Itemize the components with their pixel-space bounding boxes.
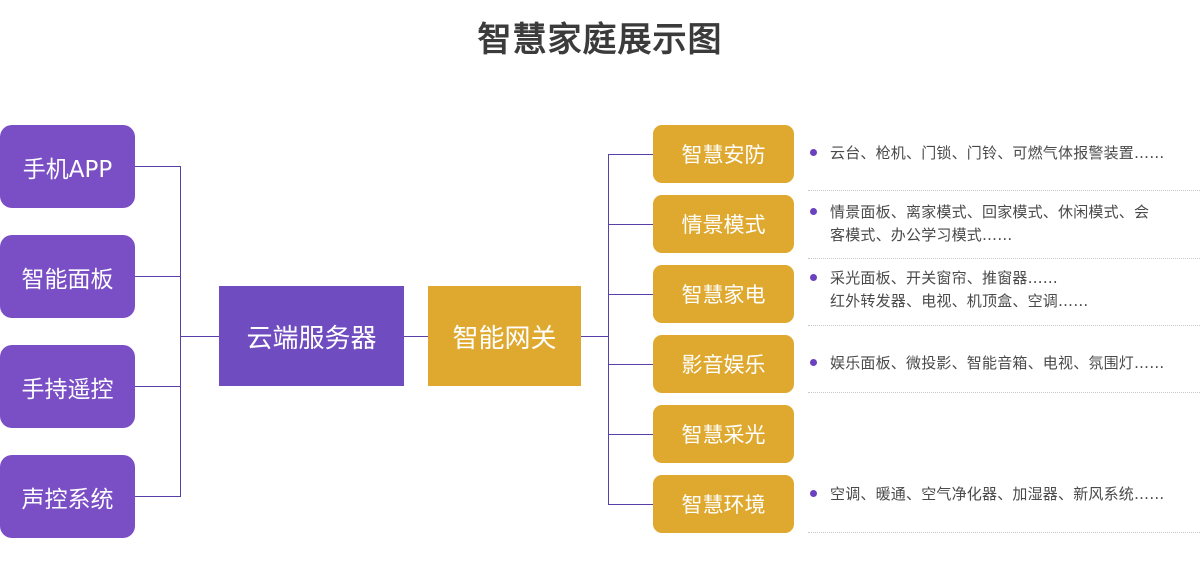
detail-text-0: 云台、枪机、门锁、门铃、可燃气体报警装置…… — [830, 142, 1164, 165]
page-title: 智慧家庭展示图 — [477, 20, 723, 60]
node-input-3-label: 声控系统 — [21, 486, 114, 513]
node-smart-gateway[interactable]: 智能网关 — [428, 286, 581, 386]
connector-category-3 — [608, 364, 653, 365]
connector-category-bus — [608, 154, 609, 505]
detail-text-1: 情景面板、离家模式、回家模式、休闲模式、会 客模式、办公学习模式…… — [830, 201, 1149, 247]
connector-category-1 — [608, 224, 653, 225]
detail-separator-3 — [808, 392, 1200, 393]
detail-row-3: 娱乐面板、微投影、智能音箱、电视、氛围灯…… — [810, 352, 1200, 375]
detail-text-3: 娱乐面板、微投影、智能音箱、电视、氛围灯…… — [830, 352, 1164, 375]
connector-category-0 — [608, 154, 653, 155]
node-category-2[interactable]: 智慧家电 — [653, 265, 794, 323]
detail-separator-2 — [808, 325, 1200, 326]
detail-line: 娱乐面板、微投影、智能音箱、电视、氛围灯…… — [830, 354, 1165, 372]
connector-category-2 — [608, 294, 653, 295]
node-category-1-label: 情景模式 — [681, 213, 766, 237]
detail-separator-4 — [808, 532, 1200, 533]
node-cloud-server-label: 云端服务器 — [246, 323, 377, 354]
bullet-icon — [810, 149, 817, 156]
detail-line: 情景面板、离家模式、回家模式、休闲模式、会 — [830, 203, 1150, 221]
node-category-4-label: 智慧采光 — [681, 423, 766, 447]
connector-gateway-to-bus — [581, 336, 608, 337]
detail-row-4: 空调、暖通、空气净化器、加湿器、新风系统…… — [810, 483, 1200, 506]
connector-server-to-gateway — [404, 336, 428, 337]
node-input-3[interactable]: 声控系统 — [0, 455, 135, 538]
connector-bus-to-server — [180, 336, 219, 337]
detail-line: 云台、枪机、门锁、门铃、可燃气体报警装置…… — [830, 144, 1165, 162]
node-category-3-label: 影音娱乐 — [681, 353, 766, 377]
detail-line: 红外转发器、电视、机顶盒、空调…… — [830, 292, 1089, 310]
detail-separator-0 — [808, 190, 1200, 191]
detail-row-0: 云台、枪机、门锁、门铃、可燃气体报警装置…… — [810, 142, 1200, 165]
bullet-icon — [810, 274, 817, 281]
node-category-2-label: 智慧家电 — [681, 283, 766, 307]
connector-input-1 — [135, 276, 180, 277]
connector-input-3 — [135, 496, 180, 497]
detail-line: 客模式、办公学习模式…… — [830, 226, 1013, 244]
node-category-3[interactable]: 影音娱乐 — [653, 335, 794, 393]
detail-text-2: 采光面板、开关窗帘、推窗器…… 红外转发器、电视、机顶盒、空调…… — [830, 267, 1088, 313]
bullet-icon — [810, 208, 817, 215]
node-category-1[interactable]: 情景模式 — [653, 195, 794, 253]
node-category-0[interactable]: 智慧安防 — [653, 125, 794, 183]
detail-line: 空调、暖通、空气净化器、加湿器、新风系统…… — [830, 485, 1165, 503]
node-input-0-label: 手机APP — [22, 156, 113, 183]
node-input-2-label: 手持遥控 — [21, 376, 114, 403]
connector-category-5 — [608, 504, 653, 505]
node-smart-gateway-label: 智能网关 — [452, 323, 557, 354]
detail-text-4: 空调、暖通、空气净化器、加湿器、新风系统…… — [830, 483, 1164, 506]
node-input-1-label: 智能面板 — [21, 266, 114, 293]
connector-input-2 — [135, 386, 180, 387]
node-category-5[interactable]: 智慧环境 — [653, 475, 794, 533]
node-category-0-label: 智慧安防 — [681, 143, 766, 167]
node-input-0[interactable]: 手机APP — [0, 125, 135, 208]
detail-row-2: 采光面板、开关窗帘、推窗器…… 红外转发器、电视、机顶盒、空调…… — [810, 267, 1200, 313]
detail-separator-1 — [808, 258, 1200, 259]
node-input-1[interactable]: 智能面板 — [0, 235, 135, 318]
detail-line: 采光面板、开关窗帘、推窗器…… — [830, 269, 1059, 287]
node-category-4[interactable]: 智慧采光 — [653, 405, 794, 463]
connector-input-0 — [135, 166, 180, 167]
node-cloud-server[interactable]: 云端服务器 — [219, 286, 404, 386]
connector-input-bus — [180, 166, 181, 497]
node-category-5-label: 智慧环境 — [681, 493, 766, 517]
detail-row-1: 情景面板、离家模式、回家模式、休闲模式、会 客模式、办公学习模式…… — [810, 201, 1200, 247]
bullet-icon — [810, 359, 817, 366]
node-input-2[interactable]: 手持遥控 — [0, 345, 135, 428]
bullet-icon — [810, 490, 817, 497]
connector-category-4 — [608, 434, 653, 435]
